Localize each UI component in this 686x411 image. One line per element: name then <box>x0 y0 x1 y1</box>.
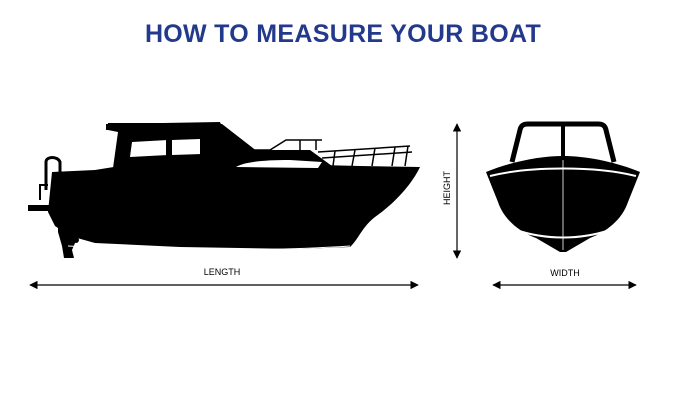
width-label: WIDTH <box>550 268 580 278</box>
height-label: HEIGHT <box>442 171 452 206</box>
length-label: LENGTH <box>204 267 241 277</box>
boat-front-silhouette-icon <box>486 121 640 252</box>
page-title: HOW TO MEASURE YOUR BOAT <box>144 20 542 48</box>
boat-side-silhouette-icon <box>28 122 420 258</box>
